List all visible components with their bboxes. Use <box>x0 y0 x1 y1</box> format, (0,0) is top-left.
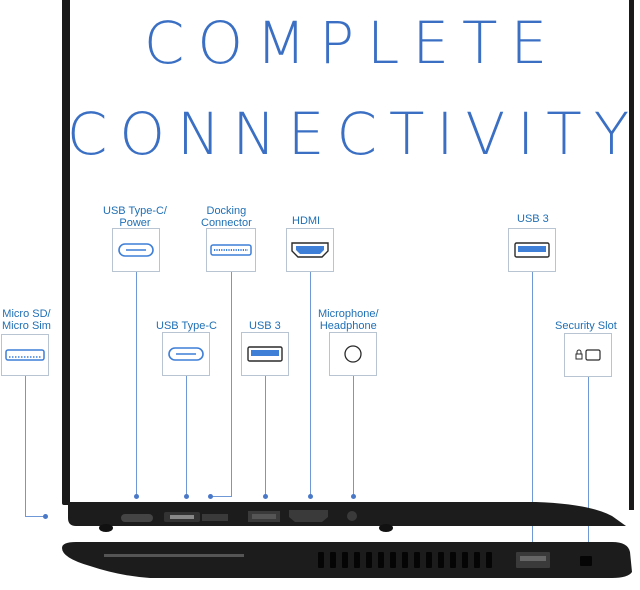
port-box-usb3-right <box>508 228 556 272</box>
micro-sd-icon <box>5 349 45 361</box>
port-box-micro-sd <box>1 334 49 376</box>
headline-line-1: COMPLETE <box>143 9 561 77</box>
leader-usb-c-power <box>136 272 137 496</box>
usb3-icon <box>247 346 283 362</box>
leader-usb3-right <box>532 272 533 561</box>
leader-usb3-left <box>265 376 266 496</box>
hdmi-icon <box>291 242 329 258</box>
port-marker-audio-jack <box>351 494 356 499</box>
label-audio-jack: Microphone/ Headphone <box>318 308 379 332</box>
port-box-docking-connector <box>206 228 256 272</box>
leader-hdmi <box>310 272 311 496</box>
port-box-security-slot <box>564 333 612 377</box>
audio-jack-icon <box>344 345 362 363</box>
port-marker-usb-c-power <box>134 494 139 499</box>
label-usb3-left: USB 3 <box>249 320 281 332</box>
label-usb-c: USB Type-C <box>156 320 217 332</box>
leader-docking-connector-h <box>212 496 232 497</box>
label-usb3-right: USB 3 <box>517 213 549 225</box>
leader-audio-jack <box>353 376 354 496</box>
port-box-usb-c-power <box>112 228 160 272</box>
laptop-side-illustration <box>62 502 632 578</box>
usb-c-icon <box>168 347 204 361</box>
leader-micro-sd <box>25 376 26 516</box>
port-box-usb3-left <box>241 332 289 376</box>
label-micro-sd: Micro SD/ Micro Sim <box>2 308 51 332</box>
usb3-icon <box>514 242 550 258</box>
port-marker-hdmi <box>308 494 313 499</box>
headline-line-2: CONNECTIVITY <box>66 100 640 168</box>
port-marker-docking-connector <box>208 494 213 499</box>
label-security-slot: Security Slot <box>555 320 617 332</box>
docking-connector-icon <box>210 244 252 256</box>
leader-micro-sd-h <box>25 516 45 517</box>
port-box-usb-c <box>162 332 210 376</box>
label-docking-connector: Docking Connector <box>201 205 252 229</box>
label-usb-c-power: USB Type-C/ Power <box>103 205 167 229</box>
laptop-lid-edge-left <box>62 0 70 505</box>
port-box-hdmi <box>286 228 334 272</box>
laptop-lid-edge-right <box>629 0 634 510</box>
label-hdmi: HDMI <box>292 215 321 227</box>
port-box-audio-jack <box>329 332 377 376</box>
leader-security-slot <box>588 377 589 561</box>
port-marker-usb3-left <box>263 494 268 499</box>
leader-usb-c <box>186 376 187 496</box>
security-slot-icon <box>575 349 601 361</box>
leader-docking-connector <box>231 272 232 496</box>
usb-c-icon <box>118 243 154 257</box>
port-marker-usb-c <box>184 494 189 499</box>
port-marker-micro-sd <box>43 514 48 519</box>
